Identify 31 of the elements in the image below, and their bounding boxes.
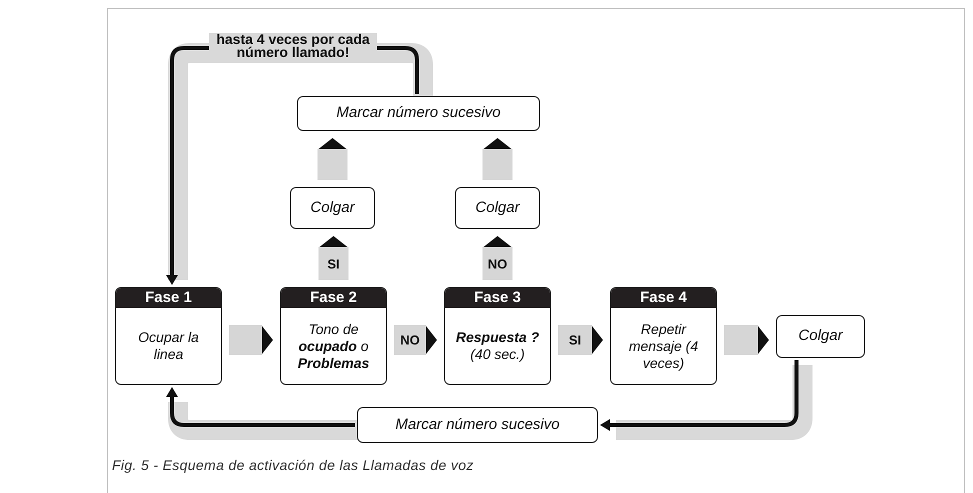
phase-header: Fase 4: [611, 288, 716, 308]
block-arrow: [394, 325, 437, 355]
action-box: Colgar: [290, 187, 375, 229]
block-arrow: [229, 325, 273, 355]
loop-arrow: [166, 43, 433, 285]
block-arrow: [318, 138, 348, 180]
phase-header: Fase 2: [281, 288, 386, 308]
phase-text: Tono de ocupado o Problemas: [296, 320, 370, 372]
phase-header: Fase 3: [445, 288, 550, 308]
edge-label: SI: [568, 334, 582, 346]
block-arrow: [318, 236, 348, 280]
action-box: Marcar número sucesivo: [297, 96, 540, 131]
phase-box: [115, 287, 222, 385]
block-arrow: [482, 138, 512, 180]
phase-box: [610, 287, 717, 385]
phase-box: [444, 287, 551, 385]
loop-arrow: [600, 360, 812, 440]
action-box: Marcar número sucesivo: [357, 407, 598, 443]
block-arrow: [724, 325, 769, 355]
phase-box: [280, 287, 387, 385]
phase-text: Respuesta ? (40 sec.): [454, 329, 540, 363]
phase-text: Ocupar la linea: [137, 329, 200, 363]
edge-label: NO: [400, 334, 420, 346]
caption: Fig. 5 - Esquema de activación de las Llamadas de voz: [112, 456, 474, 475]
block-arrow: [482, 236, 512, 280]
phase-text: Repetir mensaje (4 veces): [628, 320, 700, 372]
action-box: Colgar: [776, 315, 865, 358]
edge-label: hasta 4 veces por cada número llamado!: [209, 33, 377, 59]
block-arrow: [558, 325, 603, 355]
action-box: Colgar: [455, 187, 540, 229]
phase-header: Fase 1: [116, 288, 221, 308]
